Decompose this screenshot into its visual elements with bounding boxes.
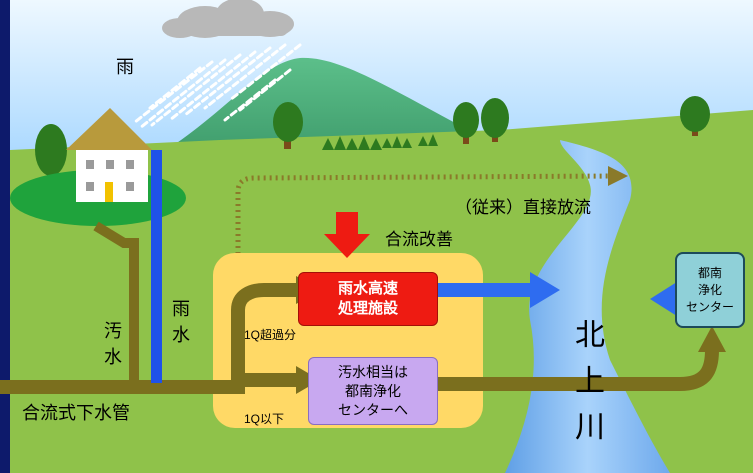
tree-icon (273, 102, 303, 149)
tree-icon (453, 102, 479, 144)
conventional-discharge-route (235, 173, 616, 380)
house-icon (66, 108, 152, 202)
tonan-center-line-2: 浄化 (697, 282, 722, 297)
rainwater-char-2: 水 (172, 325, 190, 345)
to-center-pipe (430, 349, 719, 391)
rain-label: 雨 (116, 57, 134, 77)
cloud-icon (162, 0, 294, 38)
river-char-3: 川 (575, 411, 605, 444)
rainwater-label: 雨 水 (170, 296, 192, 348)
combined-sewer-label: 合流式下水管 (22, 403, 130, 423)
bushes (322, 134, 438, 150)
over-1q-label: 1Q超過分 (244, 328, 297, 342)
tree-icon (481, 98, 509, 142)
under-1q-label: 1Q以下 (244, 412, 285, 426)
improvement-arrow-icon (324, 212, 370, 258)
to-center-box: 汚水相当は 都南浄化 センターへ (308, 357, 438, 425)
over-1q-pipe (231, 283, 300, 380)
to-center-line-1: 汚水相当は (338, 363, 408, 380)
sewage-char-2: 水 (104, 347, 122, 367)
conventional-discharge-label: （従来）直接放流 (455, 198, 591, 217)
tree-icon (35, 124, 67, 176)
sewage-label: 汚 水 (102, 318, 124, 370)
rain-treatment-facility-box: 雨水高速 処理施設 (298, 272, 438, 326)
rainwater-char-1: 雨 (172, 299, 190, 319)
to-center-arrow-head (698, 326, 726, 352)
rain-streaks (133, 43, 302, 130)
rainwater-pipe (151, 150, 162, 383)
facility-line-1: 雨水高速 (337, 280, 398, 297)
tonan-center-line-3: センター (685, 299, 734, 314)
treated-discharge-arrow (432, 272, 560, 308)
improvement-label: 合流改善 (385, 230, 453, 249)
river-char-2: 上 (575, 365, 605, 398)
sewage-char-1: 汚 (104, 321, 122, 341)
facility-line-2: 処理施設 (337, 300, 398, 317)
combined-sewer-pipe (0, 380, 245, 394)
tonan-center-line-1: 都南 (697, 265, 722, 280)
to-center-line-2: 都南浄化 (345, 382, 401, 399)
tree-icon (680, 96, 710, 136)
under-1q-pipe (238, 373, 302, 387)
river-char-1: 北 (575, 319, 605, 352)
tonan-center-box: 都南 浄化 センター (675, 252, 745, 328)
to-center-line-3: センターへ (338, 401, 408, 418)
sewage-pipe (93, 221, 139, 390)
dotted-arrow-head (608, 166, 628, 186)
river-name-label: 北 上 川 (570, 313, 610, 451)
